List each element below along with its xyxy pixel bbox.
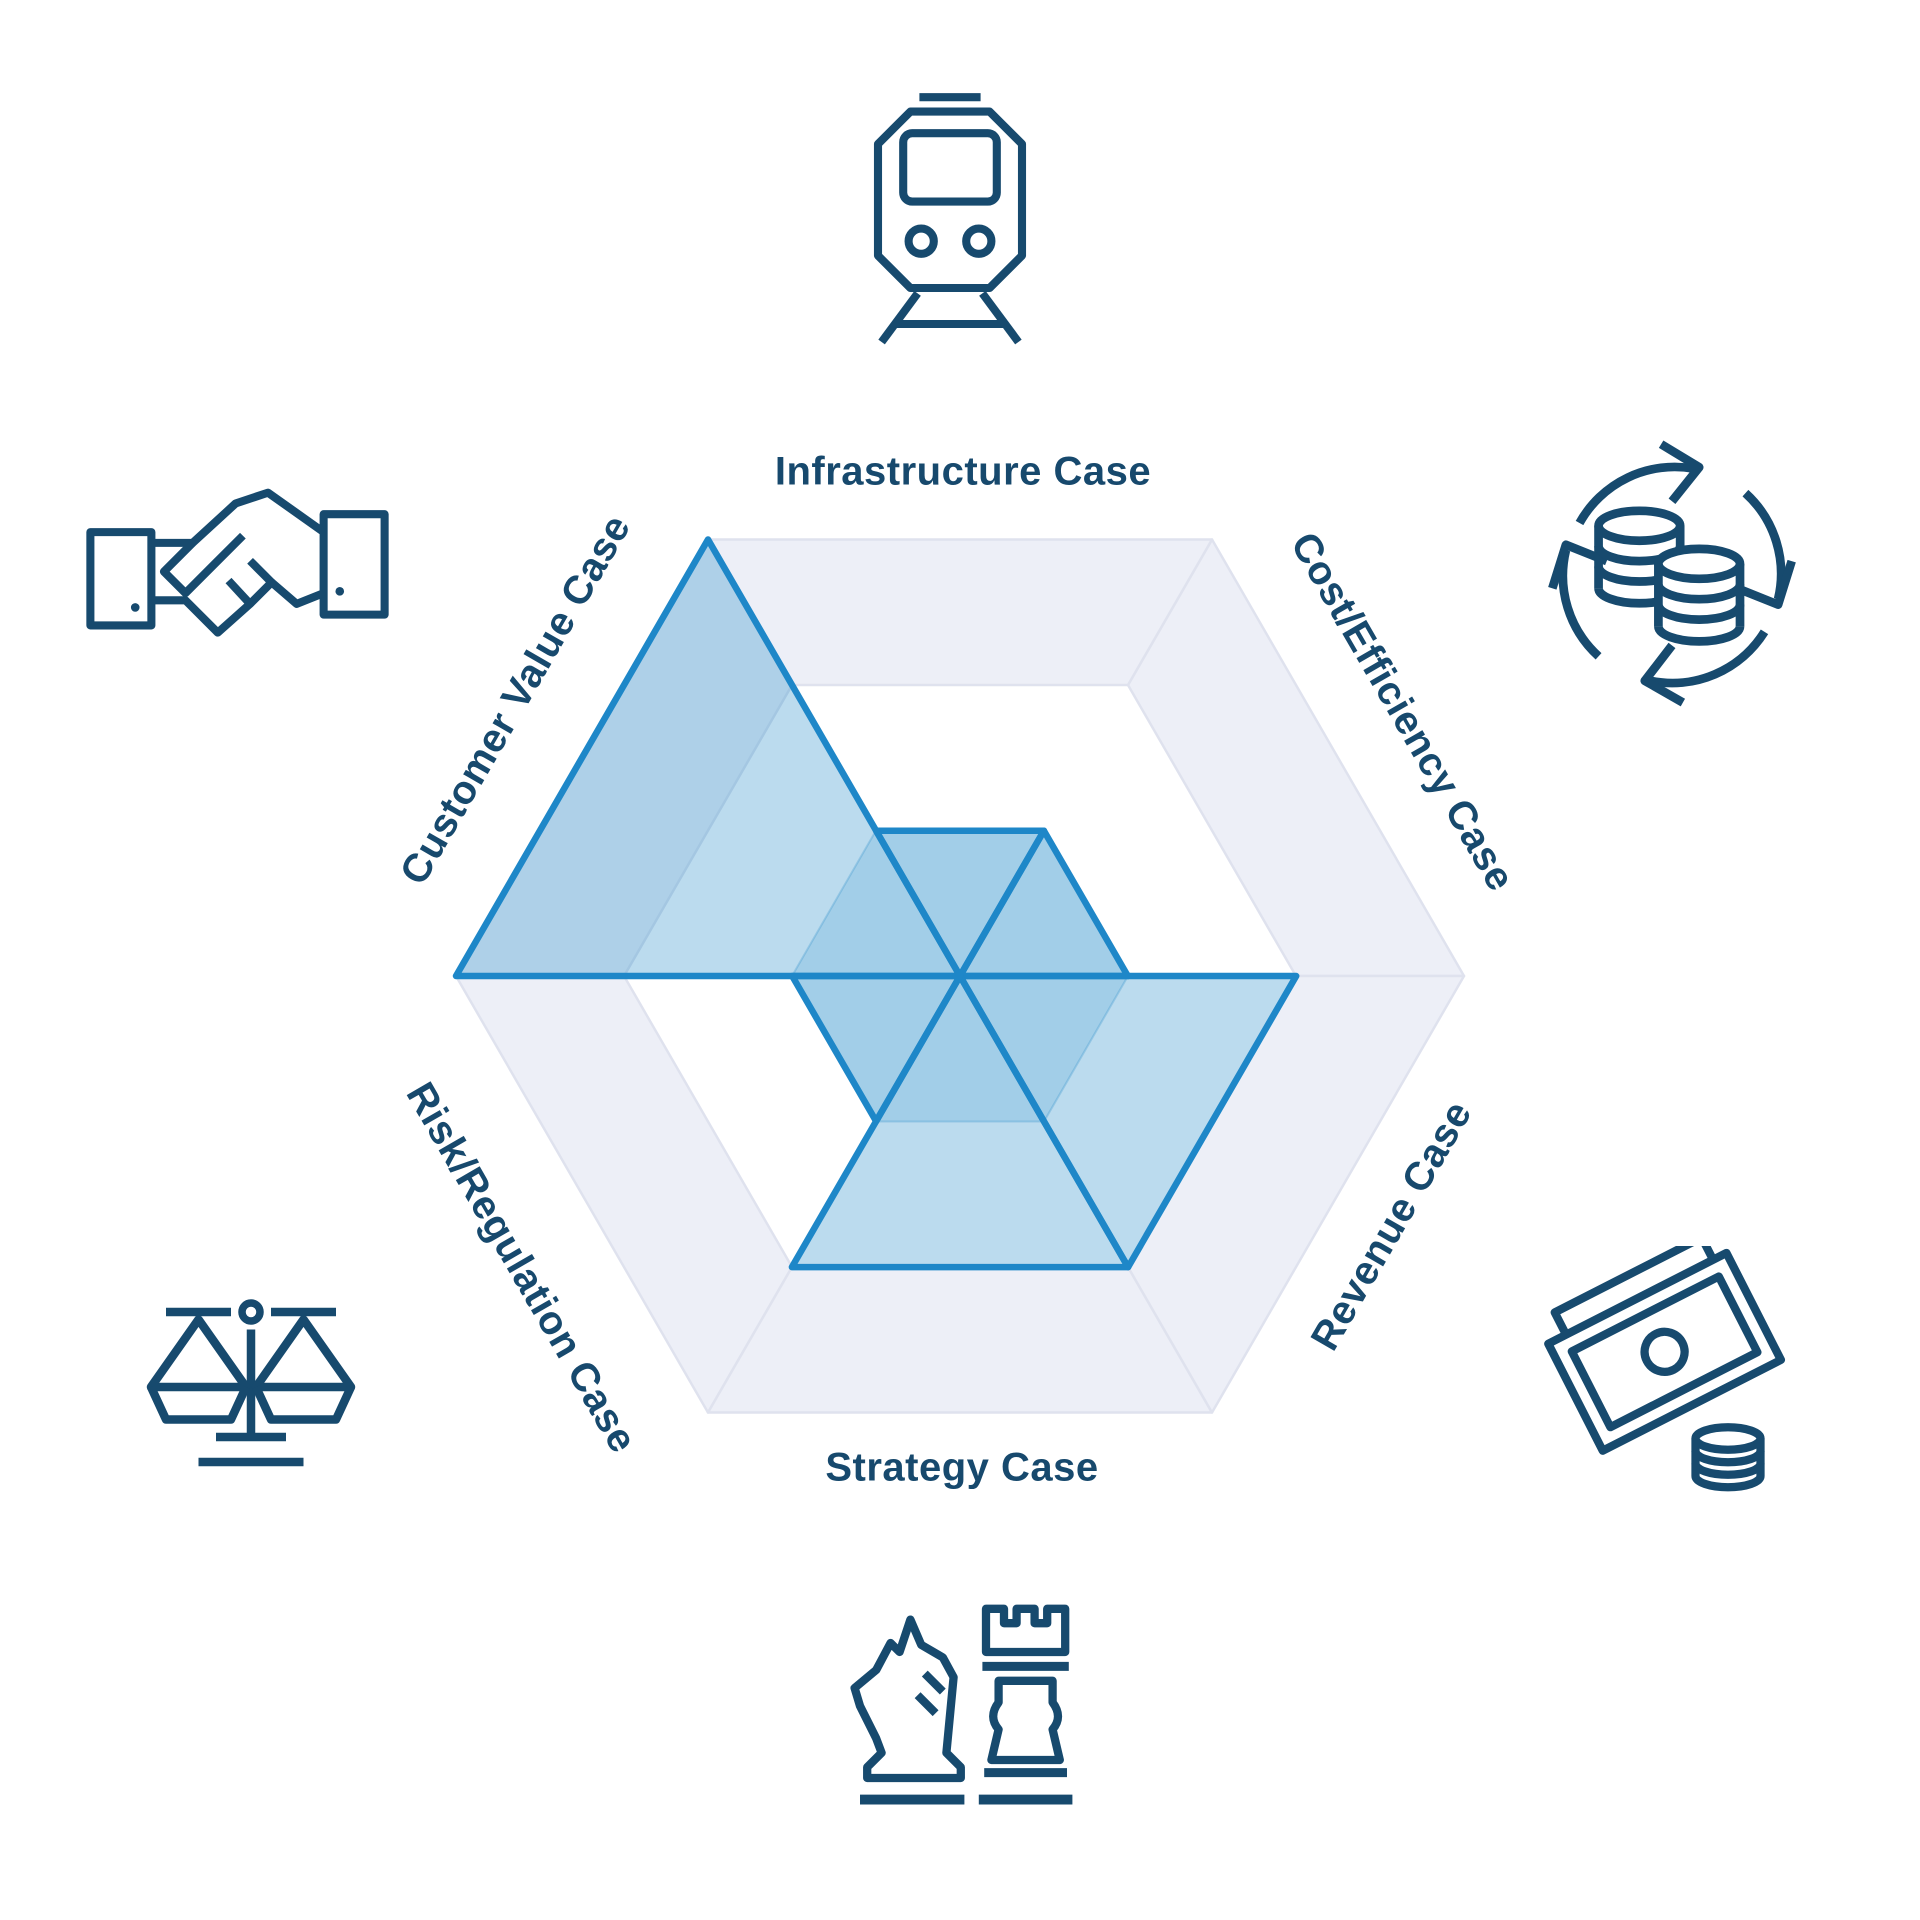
- coin-stack-front: [1654, 544, 1745, 646]
- axis-label-infrastructure: Infrastructure Case: [774, 449, 1152, 494]
- chess-pieces-icon: [850, 1604, 1073, 1805]
- scales-icon: [146, 1299, 356, 1467]
- wedge-customer-value: [452, 536, 964, 980]
- ring-segment: [454, 974, 794, 1414]
- train-icon: [873, 93, 1027, 345]
- ring-segment: [706, 538, 1214, 687]
- axis-label-strategy: Strategy Case: [825, 1445, 1099, 1490]
- coins-cycle-icon: [1548, 440, 1796, 707]
- coin-stack: [1691, 1423, 1765, 1492]
- knight-piece: [850, 1615, 965, 1805]
- ring-segment: [706, 1265, 1214, 1414]
- banknote-coins-icon: [1544, 1246, 1786, 1492]
- handshake-icon: [86, 488, 389, 637]
- rook-piece: [978, 1604, 1073, 1805]
